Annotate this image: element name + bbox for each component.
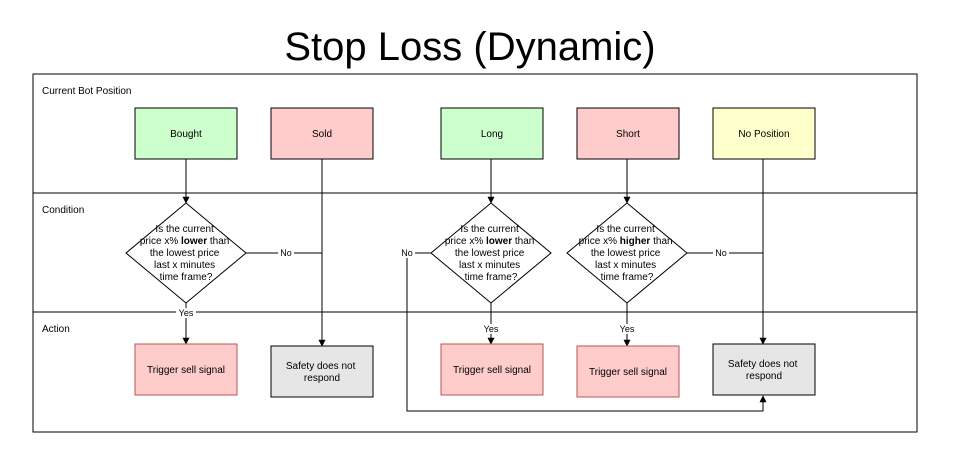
condition-diamond-lower-2 bbox=[430, 202, 552, 304]
position-no-position-label: No Position bbox=[738, 129, 789, 140]
position-long-box bbox=[440, 107, 544, 160]
condition2-line4: last x minutes bbox=[459, 260, 520, 271]
position-short-label: Short bbox=[616, 129, 640, 140]
edge-label-yes-2: Yes bbox=[484, 324, 499, 334]
condition3-line1: Is the current bbox=[596, 224, 655, 235]
condition1-line2: price x% lower than bbox=[140, 236, 230, 247]
condition3-line5: time frame? bbox=[601, 272, 654, 283]
action-boxes: Trigger sell signal Safety does not resp… bbox=[134, 343, 816, 398]
position-sold-box bbox=[270, 107, 374, 160]
condition3-line4: last x minutes bbox=[595, 260, 656, 271]
action-sell-label-2: Trigger sell signal bbox=[453, 365, 531, 376]
condition1-line4: last x minutes bbox=[154, 260, 215, 271]
action-safety-box-2 bbox=[712, 343, 816, 396]
action-safety-box-1 bbox=[270, 345, 374, 398]
condition2-line3: the lowest price bbox=[455, 248, 525, 259]
position-sold-label: Sold bbox=[312, 129, 332, 140]
edge-label-yes-1: Yes bbox=[179, 308, 194, 318]
edge-labels: Yes No No Yes Yes No bbox=[176, 248, 729, 334]
edge-label-no-3: No bbox=[715, 248, 727, 258]
condition2-line5: time frame? bbox=[465, 272, 518, 283]
condition-diamond-higher bbox=[566, 202, 688, 304]
position-long-label: Long bbox=[481, 129, 503, 140]
condition-text-lower-2: Is the current price x% lower than the l… bbox=[445, 224, 537, 283]
position-boxes: Bought Sold Long Short No Position bbox=[134, 107, 816, 160]
lane-label-condition: Condition bbox=[42, 205, 84, 216]
condition3-line2: price x% higher than bbox=[579, 236, 673, 247]
condition3-line3: the lowest price bbox=[591, 248, 661, 259]
condition1-line5: time frame? bbox=[160, 272, 213, 283]
condition1-line1: Is the current bbox=[155, 224, 214, 235]
position-short-box bbox=[576, 107, 680, 160]
position-bought-box bbox=[134, 107, 238, 160]
condition2-line2: price x% lower than bbox=[445, 236, 535, 247]
condition-diamonds: Is the current price x% lower than the l… bbox=[125, 202, 688, 304]
edge-label-yes-3: Yes bbox=[620, 324, 635, 334]
lane-label-position: Current Bot Position bbox=[42, 86, 132, 97]
edge-label-no-2: No bbox=[401, 248, 413, 258]
condition-text-lower-1: Is the current price x% lower than the l… bbox=[140, 224, 232, 283]
edge-label-no-1: No bbox=[280, 248, 292, 258]
action-sell-label-3: Trigger sell signal bbox=[589, 367, 667, 378]
condition-text-higher: Is the current price x% higher than the … bbox=[579, 224, 676, 283]
action-sell-label-1: Trigger sell signal bbox=[147, 365, 225, 376]
action-safety-label-1: Safety does not respond bbox=[286, 361, 358, 384]
diagram-title: Stop Loss (Dynamic) bbox=[284, 25, 655, 69]
position-no-position-box bbox=[712, 107, 816, 160]
lane-label-action: Action bbox=[42, 324, 70, 335]
condition2-line1: Is the current bbox=[460, 224, 519, 235]
action-sell-box-2 bbox=[440, 343, 544, 396]
action-sell-box-1 bbox=[134, 343, 238, 396]
condition1-line3: the lowest price bbox=[150, 248, 220, 259]
action-sell-box-3 bbox=[576, 345, 680, 398]
action-safety-label-2: Safety does not respond bbox=[728, 359, 800, 382]
position-bought-label: Bought bbox=[170, 129, 202, 140]
condition-diamond-lower-1 bbox=[125, 202, 247, 304]
